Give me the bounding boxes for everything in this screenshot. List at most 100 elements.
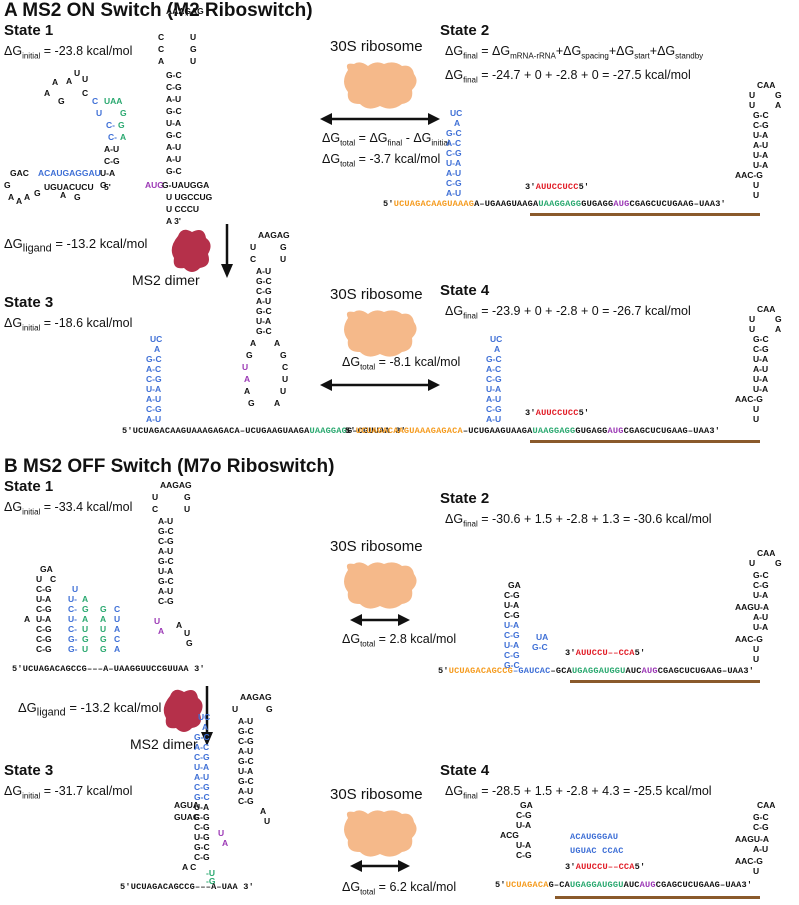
- svg-text:C: C: [158, 32, 164, 42]
- svg-text:GUAG: GUAG: [174, 812, 200, 822]
- svg-text:G: G: [82, 604, 89, 614]
- panel-b-ribosome2-label: 30S ribosome: [330, 786, 423, 803]
- svg-text:A: A: [775, 324, 781, 334]
- svg-text:A: A: [454, 118, 460, 128]
- panel-b-ribosome2-icon: [344, 810, 417, 857]
- panel-b-state2-rrna-bar: [570, 680, 760, 683]
- panel-a-state2-hairpin: UCA G-CA-CC-G U-AA-UC-GA-U: [446, 108, 462, 198]
- panel-a-ribosome1-label: 30S ribosome: [330, 38, 423, 55]
- svg-text:U: U: [264, 816, 270, 826]
- panel-b-state2-dg: ΔGfinal = -30.6 + 1.5 + -2.8 + 1.3 = -30…: [445, 512, 712, 529]
- svg-text:C-G: C-G: [36, 624, 52, 634]
- svg-text:U: U: [114, 614, 120, 624]
- svg-text:C: C: [50, 574, 56, 584]
- svg-text:C-G: C-G: [166, 82, 182, 92]
- svg-text:G-C: G-C: [753, 812, 769, 822]
- svg-text:C-G: C-G: [194, 852, 210, 862]
- panel-a-ribosome2-icon: [344, 310, 417, 357]
- svg-text:G-C: G-C: [194, 732, 210, 742]
- svg-text:G-C: G-C: [158, 576, 174, 586]
- svg-text:A: A: [158, 626, 164, 636]
- svg-text:C-G: C-G: [256, 286, 272, 296]
- svg-text:U UGCCUG: U UGCCUG: [166, 192, 213, 202]
- svg-text:C-G: C-G: [194, 812, 210, 822]
- svg-text:G: G: [74, 192, 81, 202]
- svg-text:U: U: [100, 624, 106, 634]
- svg-text:G-C: G-C: [256, 326, 272, 336]
- panel-b-state2-label: State 2: [440, 490, 490, 507]
- svg-text:G-: G-: [68, 634, 78, 644]
- svg-text:A-U: A-U: [753, 364, 768, 374]
- svg-text:ACG: ACG: [500, 830, 519, 840]
- svg-text:A-U: A-U: [446, 188, 461, 198]
- svg-text:U CCCU: U CCCU: [166, 204, 199, 214]
- svg-text:C-G: C-G: [753, 580, 769, 590]
- svg-text:U: U: [190, 56, 196, 66]
- svg-text:C: C: [282, 362, 288, 372]
- svg-text:G-C: G-C: [166, 70, 182, 80]
- panel-a-state3-label: State 3: [4, 294, 54, 311]
- svg-text:U: U: [749, 90, 755, 100]
- svg-text:U-A: U-A: [194, 762, 209, 772]
- svg-text:U: U: [82, 624, 88, 634]
- svg-text:G: G: [100, 634, 107, 644]
- svg-text:G-C: G-C: [238, 776, 254, 786]
- svg-text:G: G: [775, 90, 782, 100]
- svg-text:C-G: C-G: [146, 374, 162, 384]
- svg-text:A-U: A-U: [166, 154, 181, 164]
- panel-b-ribosome1-label: 30S ribosome: [330, 538, 423, 555]
- panel-b-title: B MS2 OFF Switch (M7o Riboswitch): [4, 456, 335, 477]
- svg-text:C-G: C-G: [753, 344, 769, 354]
- svg-text:A-U: A-U: [486, 394, 501, 404]
- svg-text:A: A: [222, 838, 228, 848]
- svg-text:C-G: C-G: [504, 590, 520, 600]
- svg-text:G-C: G-C: [194, 792, 210, 802]
- svg-text:U: U: [36, 574, 42, 584]
- svg-text:U: U: [753, 644, 759, 654]
- svg-text:G: G: [266, 704, 273, 714]
- svg-text:U-A: U-A: [516, 840, 531, 850]
- svg-text:C: C: [114, 634, 120, 644]
- svg-text:UC: UC: [450, 108, 462, 118]
- svg-text:U-A: U-A: [238, 766, 253, 776]
- svg-text:U: U: [152, 492, 158, 502]
- svg-text:U-A: U-A: [516, 820, 531, 830]
- svg-text:U-A: U-A: [753, 590, 768, 600]
- svg-text:U-A: U-A: [504, 620, 519, 630]
- svg-text:C-G: C-G: [486, 374, 502, 384]
- svg-text:U: U: [282, 374, 288, 384]
- svg-text:U: U: [82, 644, 88, 654]
- svg-text:U: U: [74, 68, 80, 78]
- svg-text:G-C: G-C: [532, 642, 548, 652]
- svg-text:G-UAUGGA: G-UAUGGA: [162, 180, 209, 190]
- svg-text:U-A: U-A: [166, 118, 181, 128]
- svg-text:G-C: G-C: [256, 276, 272, 286]
- panel-a-state2-rrna: 3'AUUCCUCC5': [525, 182, 590, 192]
- panel-a-state2-eq2: ΔGfinal = -24.7 + 0 + -2.8 + 0 = -27.5 k…: [445, 68, 691, 85]
- svg-text:U-A: U-A: [753, 160, 768, 170]
- svg-text:C-G: C-G: [504, 610, 520, 620]
- svg-text:U: U: [184, 628, 190, 638]
- svg-text:AAC-G: AAC-G: [735, 634, 763, 644]
- svg-text:C-G: C-G: [504, 630, 520, 640]
- svg-text:C-G: C-G: [753, 120, 769, 130]
- svg-text:C-: C-: [68, 604, 77, 614]
- svg-text:A-U: A-U: [104, 144, 119, 154]
- svg-text:A-U: A-U: [158, 546, 173, 556]
- svg-text:G-C: G-C: [753, 110, 769, 120]
- svg-text:CAA: CAA: [757, 80, 775, 90]
- svg-text:C-: C-: [108, 132, 117, 142]
- svg-text:G-: G-: [68, 644, 78, 654]
- svg-text:G: G: [775, 558, 782, 568]
- svg-text:G: G: [775, 314, 782, 324]
- svg-text:G: G: [34, 188, 41, 198]
- svg-text:A: A: [82, 614, 88, 624]
- svg-text:U: U: [749, 314, 755, 324]
- svg-text:U: U: [96, 108, 102, 118]
- svg-text:G: G: [246, 350, 253, 360]
